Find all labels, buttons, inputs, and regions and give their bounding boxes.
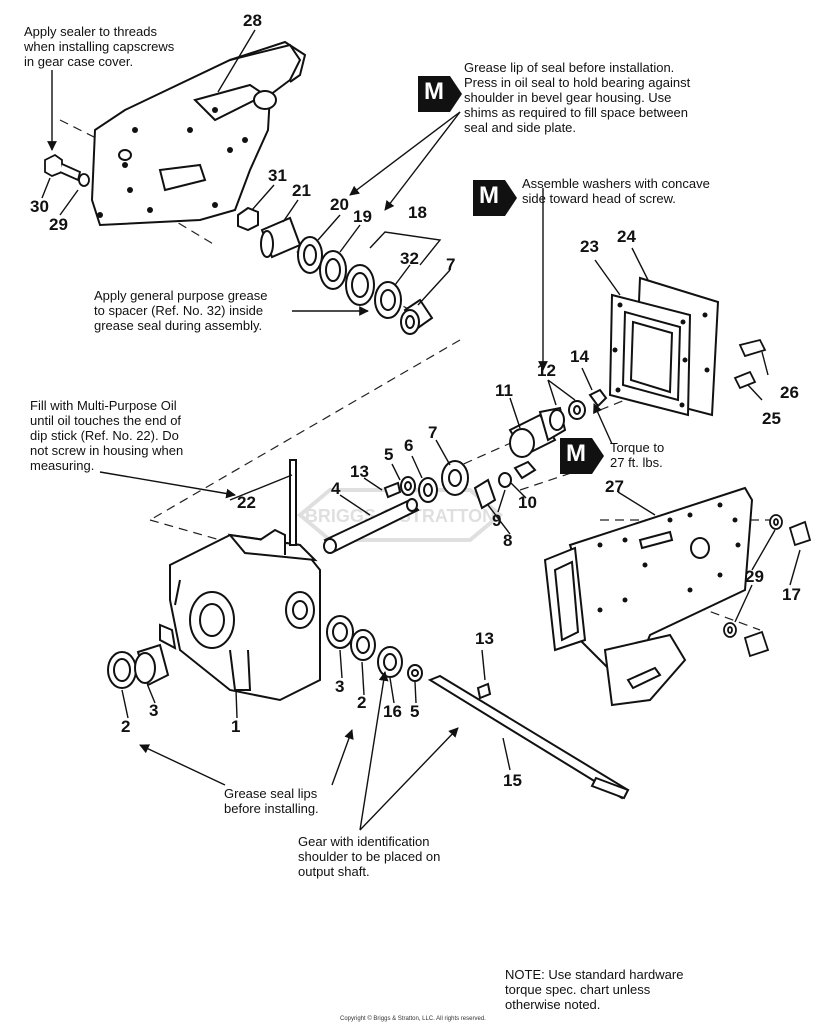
callout-5a: 5 [384, 445, 394, 464]
callout-28: 28 [243, 11, 262, 30]
callout-2b: 2 [357, 693, 367, 712]
output-shaft [427, 674, 630, 800]
m-badge-torque: M [560, 438, 604, 474]
callout-11: 11 [495, 381, 513, 400]
callout-17: 17 [782, 585, 801, 604]
side-frame-plate [543, 486, 754, 707]
capscrew-30 [44, 153, 90, 187]
note-grease-lip: Grease lip of seal before installation. … [464, 60, 691, 135]
m-badge-seal: M [418, 76, 462, 112]
callout-7b: 7 [428, 423, 438, 442]
callout-3b: 3 [335, 677, 345, 696]
callout-5b: 5 [410, 702, 420, 721]
callout-30: 30 [30, 197, 49, 216]
callout-4: 4 [331, 479, 341, 498]
callout-1: 1 [231, 717, 241, 736]
note-torque: Torque to 27 ft. lbs. [610, 440, 665, 470]
lower-bearings-and-seals [107, 615, 423, 689]
callout-19: 19 [353, 207, 372, 226]
callout-20: 20 [330, 195, 349, 214]
callout-29b: 29 [745, 567, 764, 586]
callout-26: 26 [780, 383, 799, 402]
copyright: Copyright © Briggs & Stratton, LLC. All … [340, 1016, 486, 1022]
callout-10: 10 [518, 493, 537, 512]
note-general-grease: Apply general purpose grease to spacer (… [94, 288, 268, 333]
callout-16: 16 [383, 702, 402, 721]
screws-25-26 [733, 338, 767, 390]
callout-23: 23 [580, 237, 599, 256]
callout-32: 32 [400, 249, 419, 268]
callout-6: 6 [404, 436, 414, 455]
callout-25: 25 [762, 409, 781, 428]
note-gear-identification: Gear with identification shoulder to be … [298, 834, 441, 879]
callout-2a: 2 [121, 717, 131, 736]
input-shaft-assembly [323, 460, 537, 554]
callout-24: 24 [617, 227, 636, 246]
callout-7a: 7 [446, 255, 456, 274]
callout-14: 14 [570, 347, 589, 366]
m-badge-washers: M [473, 180, 517, 216]
note-apply-sealer: Apply sealer to threads when installing … [24, 24, 175, 69]
callout-13b: 13 [475, 629, 494, 648]
callout-21: 21 [292, 181, 311, 200]
callout-18: 18 [408, 203, 427, 222]
gear-housing [159, 459, 321, 702]
callout-15: 15 [503, 771, 522, 790]
callout-8: 8 [503, 531, 513, 550]
bevel-gear-assembly [508, 388, 608, 458]
note-standard-hardware: NOTE: Use standard hardware torque spec.… [505, 967, 684, 1012]
callout-9: 9 [492, 511, 502, 530]
callout-31: 31 [268, 166, 287, 185]
note-fill-oil: Fill with Multi-Purpose Oil until oil to… [30, 398, 184, 473]
callout-13a: 13 [350, 462, 369, 481]
callout-27: 27 [605, 477, 624, 496]
shaft-seal-stack [237, 206, 434, 335]
callout-22: 22 [237, 493, 256, 512]
side-plate-and-gasket [608, 276, 720, 417]
callout-3a: 3 [149, 701, 159, 720]
note-grease-seal-lips: Grease seal lips before installing. [224, 786, 319, 816]
callout-29: 29 [49, 215, 68, 234]
callout-12: 12 [537, 361, 556, 380]
note-assemble-washers: Assemble washers with concave side towar… [522, 176, 710, 206]
gear-case-cover-plate [90, 40, 307, 227]
screws-17-washers-29 [723, 514, 812, 658]
